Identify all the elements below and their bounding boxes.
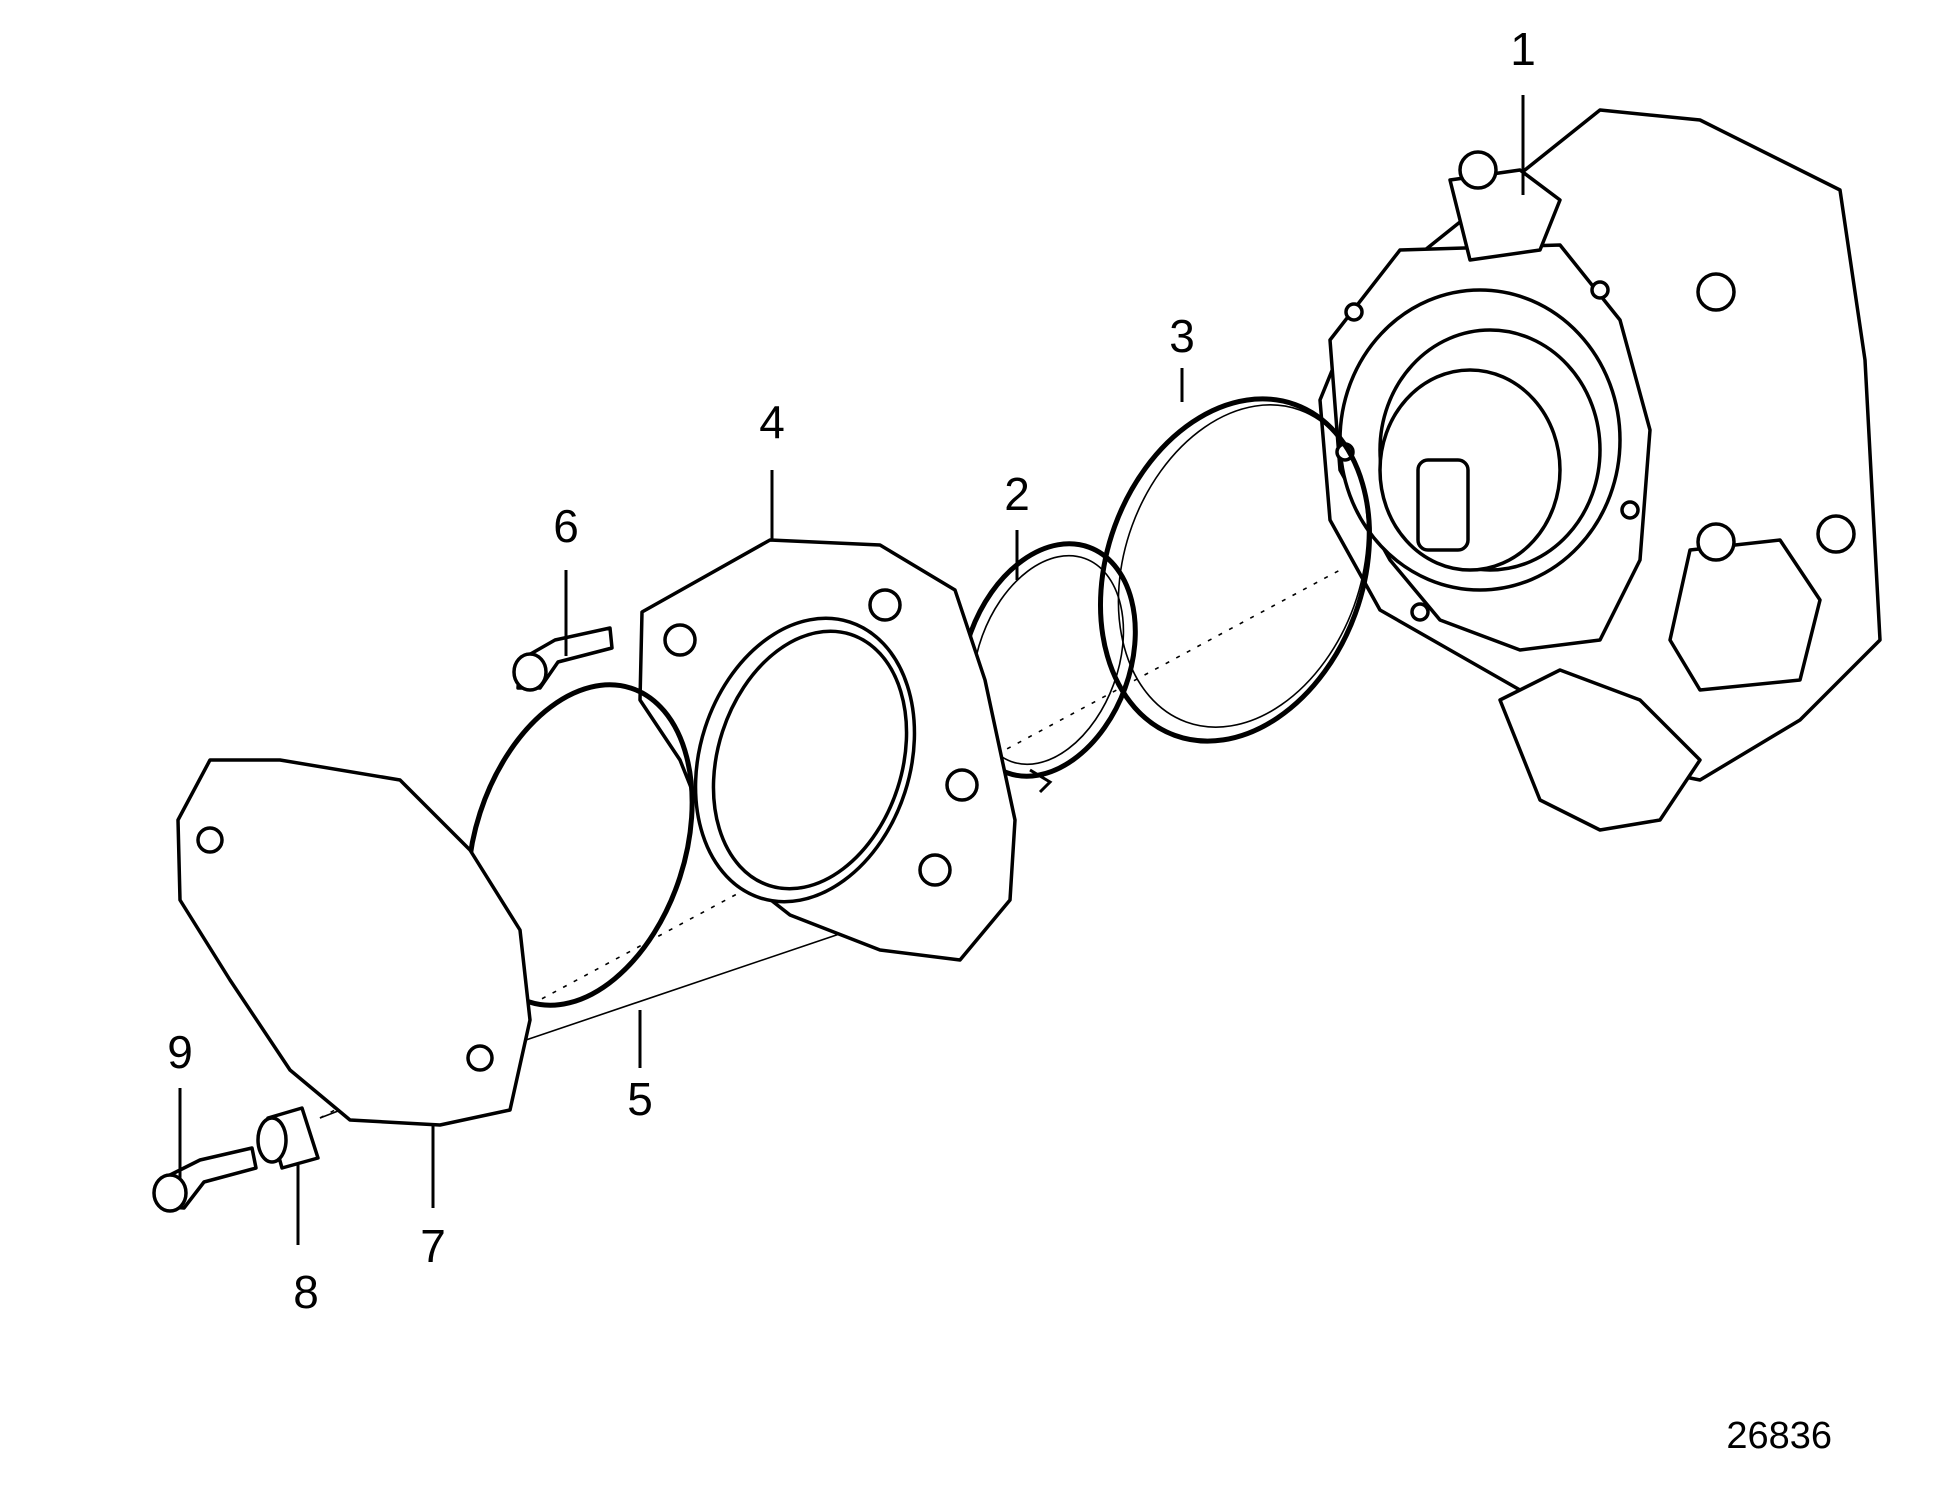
callout-7: 7 <box>420 1220 446 1272</box>
callout-2: 2 <box>1004 468 1030 520</box>
callout-3: 3 <box>1169 310 1195 362</box>
callout-labels: 1 2 3 4 5 6 7 8 9 <box>167 23 1536 1318</box>
callout-1: 1 <box>1510 23 1536 75</box>
callout-6: 6 <box>553 500 579 552</box>
circlip-part-2 <box>958 541 1138 794</box>
o-ring-part-3 <box>1097 396 1373 744</box>
pump-housing-part-1 <box>1318 108 1882 832</box>
callout-9: 9 <box>167 1026 193 1078</box>
bolt-part-6 <box>512 626 614 692</box>
bolt-part-9 <box>152 1146 258 1213</box>
cover-plate-part-7 <box>176 758 532 1127</box>
flange-part-4 <box>638 538 1017 962</box>
callout-8: 8 <box>293 1266 319 1318</box>
leader-lines <box>178 95 1525 1245</box>
figure-number: 26836 <box>1726 1415 1832 1457</box>
callout-4: 4 <box>759 396 785 448</box>
sleeve-part-8 <box>256 1106 320 1170</box>
callout-5: 5 <box>627 1073 653 1125</box>
